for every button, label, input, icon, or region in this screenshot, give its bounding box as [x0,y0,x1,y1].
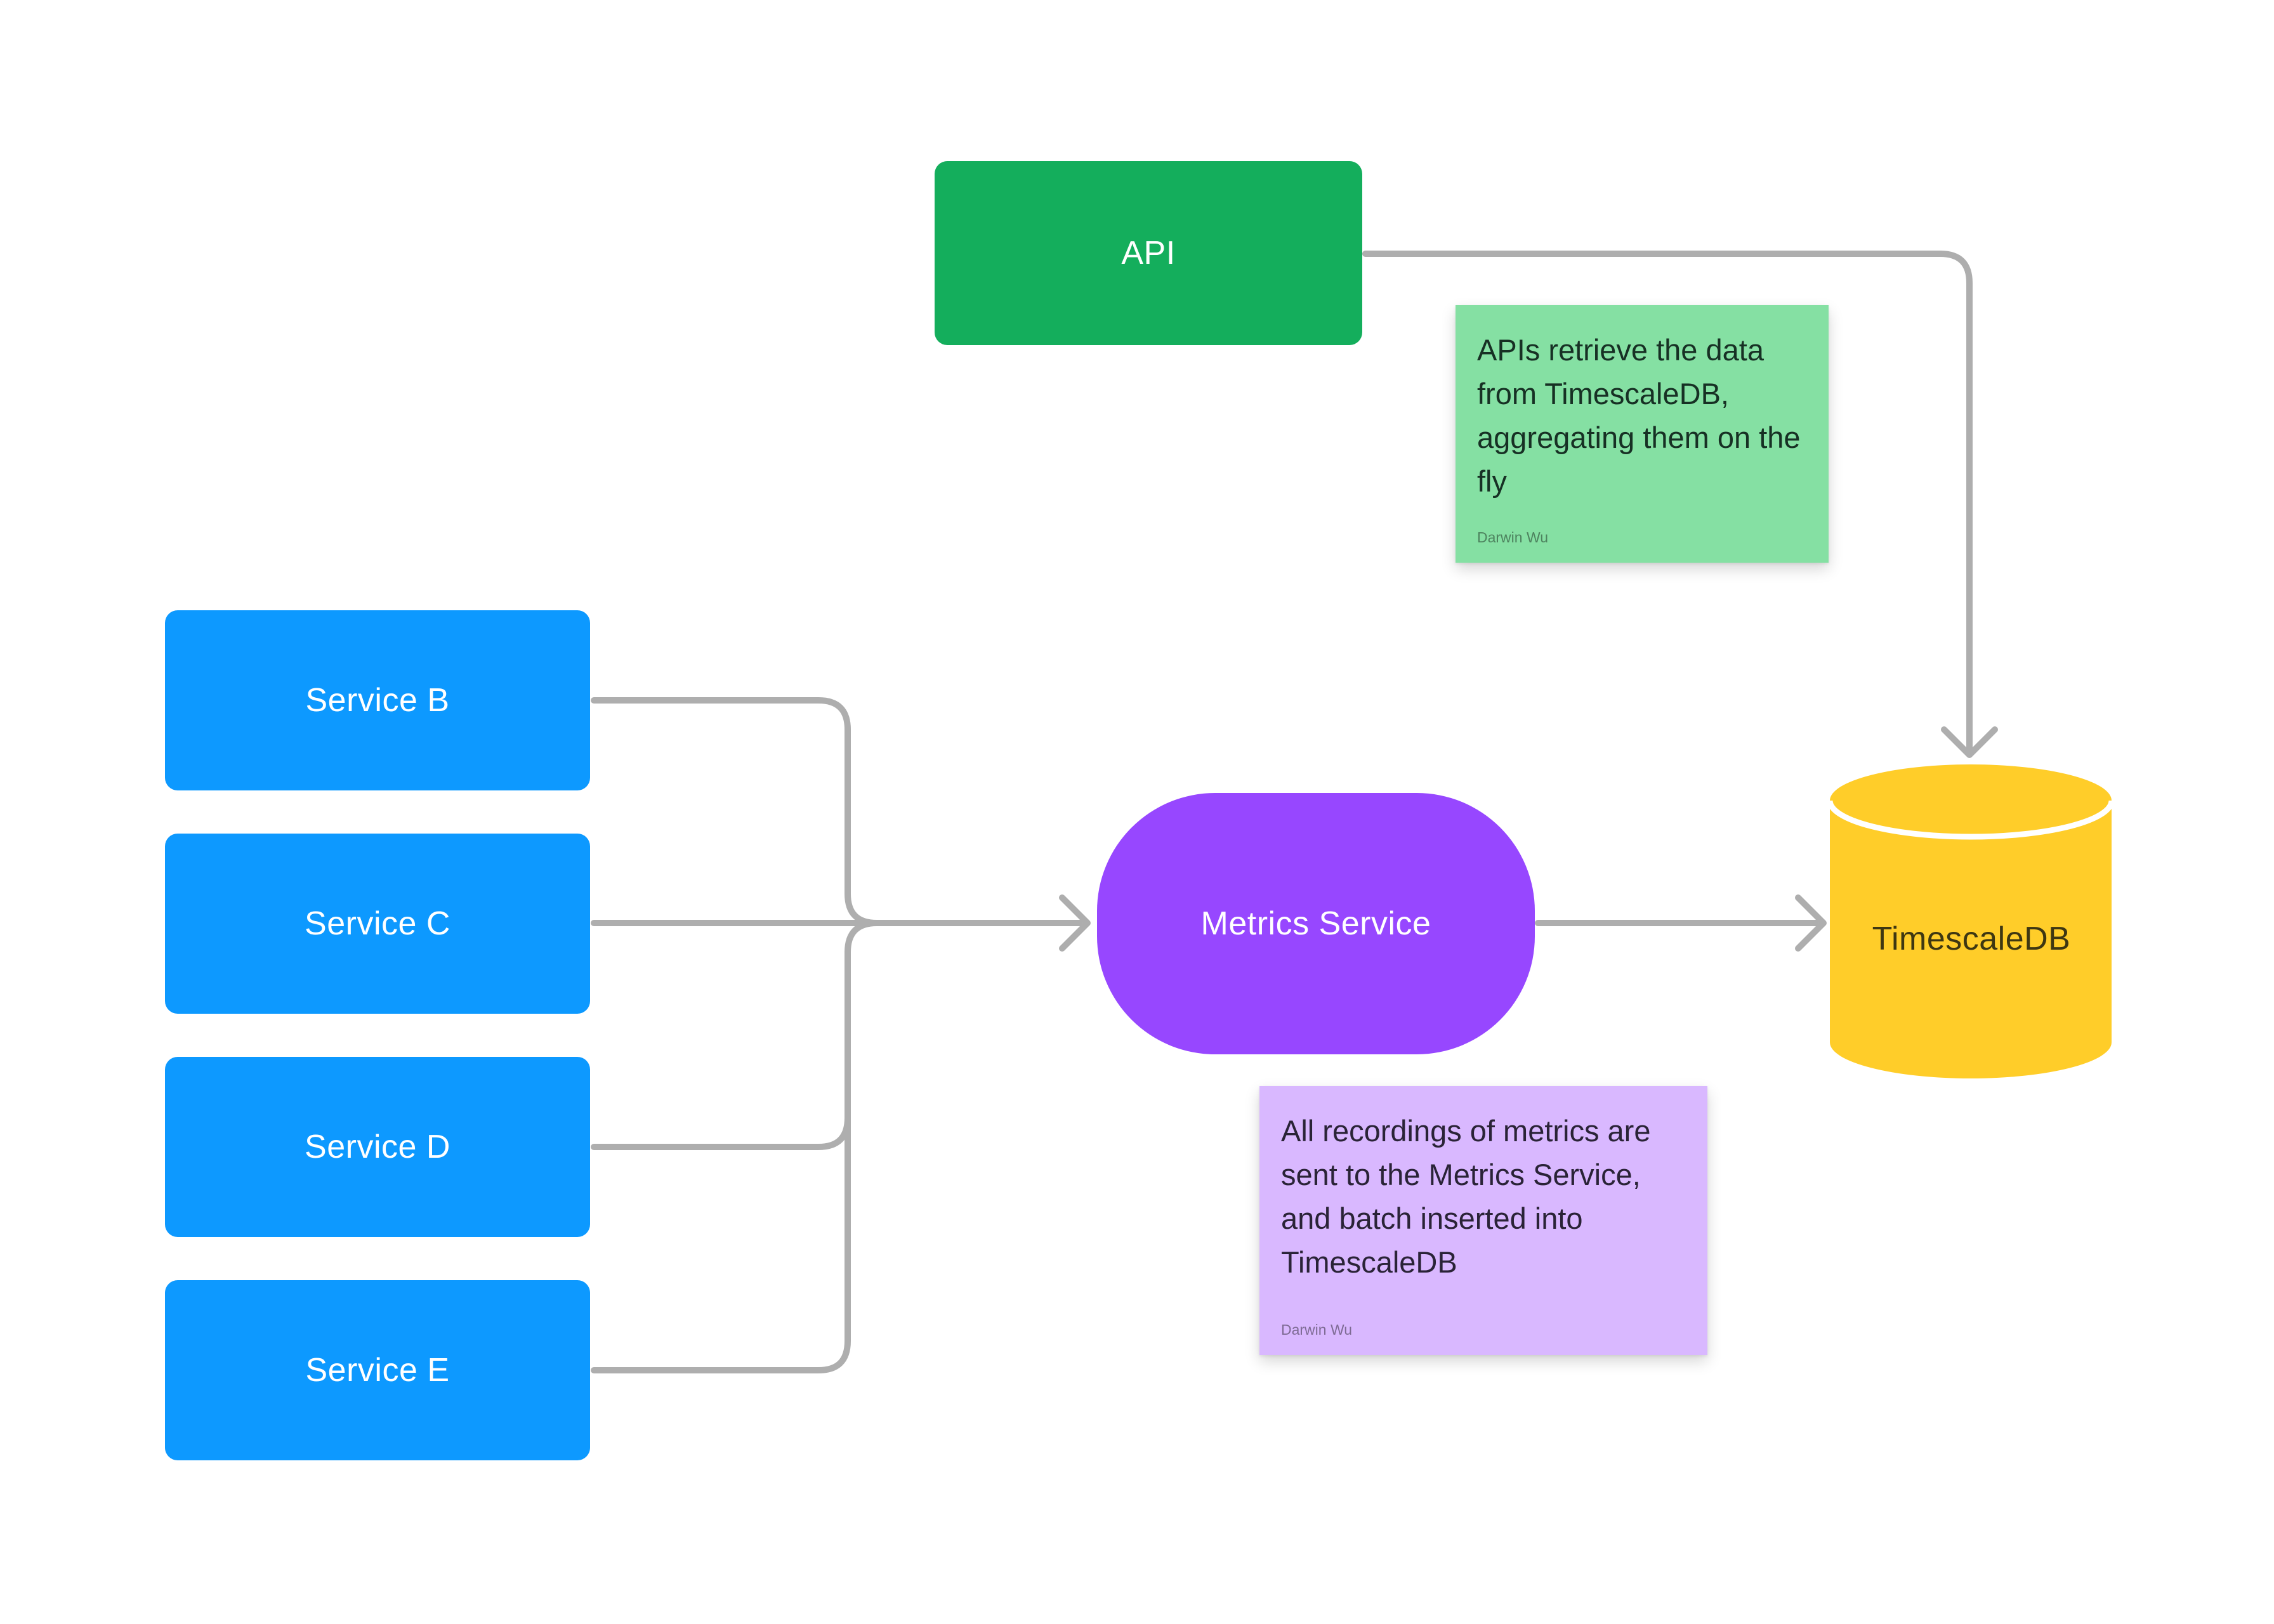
node-service-c-label: Service C [305,905,450,942]
sticky-note-metrics-text: All recordings of metrics are sent to th… [1281,1114,1651,1279]
db-cylinder-body[interactable] [1830,764,2112,1078]
arrowhead-right-icon [1059,894,1091,952]
connector-api-to-db[interactable] [1362,251,1973,750]
node-service-d[interactable]: Service D [165,1057,590,1237]
sticky-note-metrics-author: Darwin Wu [1281,1321,1353,1338]
connector-service-d[interactable] [591,920,880,1150]
connector-service-e[interactable] [591,949,851,1373]
db-cylinder[interactable] [1827,764,2115,1078]
node-api[interactable]: API [935,161,1362,345]
node-service-e-label: Service E [305,1352,450,1389]
sticky-note-api[interactable]: APIs retrieve the data from TimescaleDB,… [1456,305,1829,563]
node-metrics-service-label: Metrics Service [1200,905,1431,942]
node-service-d-label: Service D [305,1129,450,1165]
node-service-b[interactable]: Service B [165,610,590,790]
sticky-note-api-text: APIs retrieve the data from TimescaleDB,… [1477,333,1801,498]
node-service-b-label: Service B [305,682,450,719]
arrowhead-right-icon [1795,894,1827,952]
sticky-note-metrics[interactable]: All recordings of metrics are sent to th… [1259,1086,1707,1355]
node-api-label: API [1121,235,1176,272]
node-metrics-service[interactable]: Metrics Service [1097,793,1535,1054]
node-service-e[interactable]: Service E [165,1280,590,1460]
arrowhead-down-icon [1941,726,1998,758]
sticky-note-api-author: Darwin Wu [1477,529,1549,546]
node-service-c[interactable]: Service C [165,834,590,1014]
db-cylinder-lid-line [1827,800,2115,840]
connector-service-b[interactable] [591,697,880,926]
